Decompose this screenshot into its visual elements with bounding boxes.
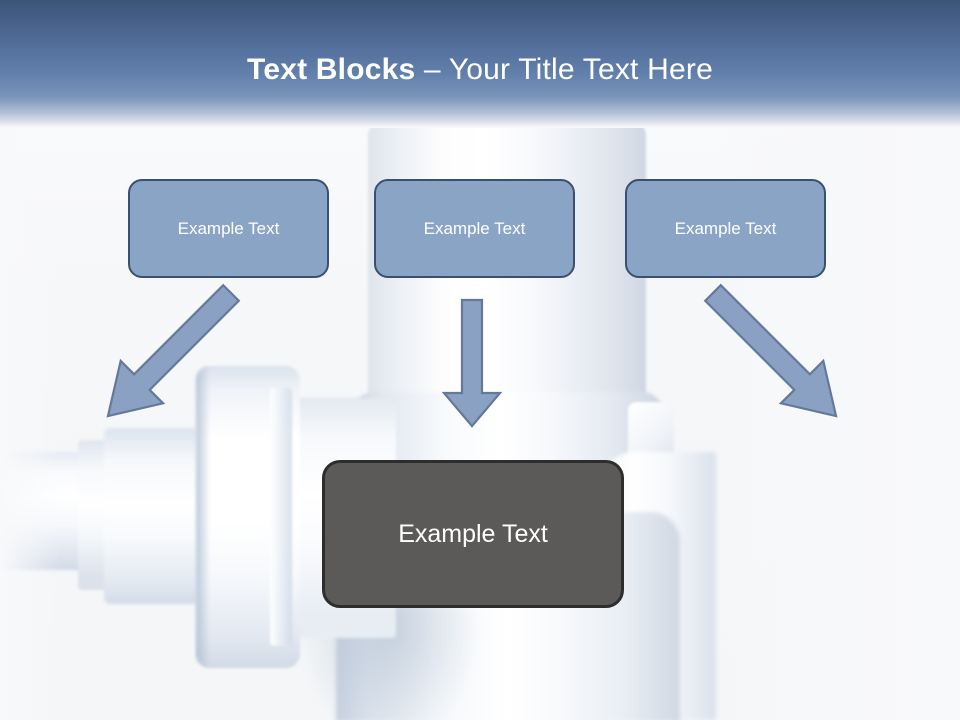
slide-header-banner: Text Blocks – Your Title Text Here: [0, 0, 960, 128]
text-block-1[interactable]: Example Text: [128, 179, 329, 278]
text-block-2-label: Example Text: [423, 218, 526, 238]
page-title-regular: Your Title Text Here: [448, 53, 713, 86]
result-text-block-label: Example Text: [398, 519, 548, 548]
page-title-bold: Text Blocks: [247, 53, 416, 86]
text-block-3-label: Example Text: [674, 218, 777, 238]
photo-part-hex-nut-edge: [196, 366, 210, 668]
text-block-3[interactable]: Example Text: [625, 179, 826, 278]
page-title: Text Blocks – Your Title Text Here: [0, 52, 960, 88]
photo-part-horizontal-pipe: [104, 428, 208, 604]
photo-part-hex-nut-rib: [270, 388, 292, 646]
result-text-block[interactable]: Example Text: [322, 460, 624, 608]
text-block-2[interactable]: Example Text: [374, 179, 575, 278]
page-title-separator: –: [415, 53, 449, 86]
photo-left-fade: [0, 110, 60, 720]
text-block-1-label: Example Text: [177, 218, 280, 238]
